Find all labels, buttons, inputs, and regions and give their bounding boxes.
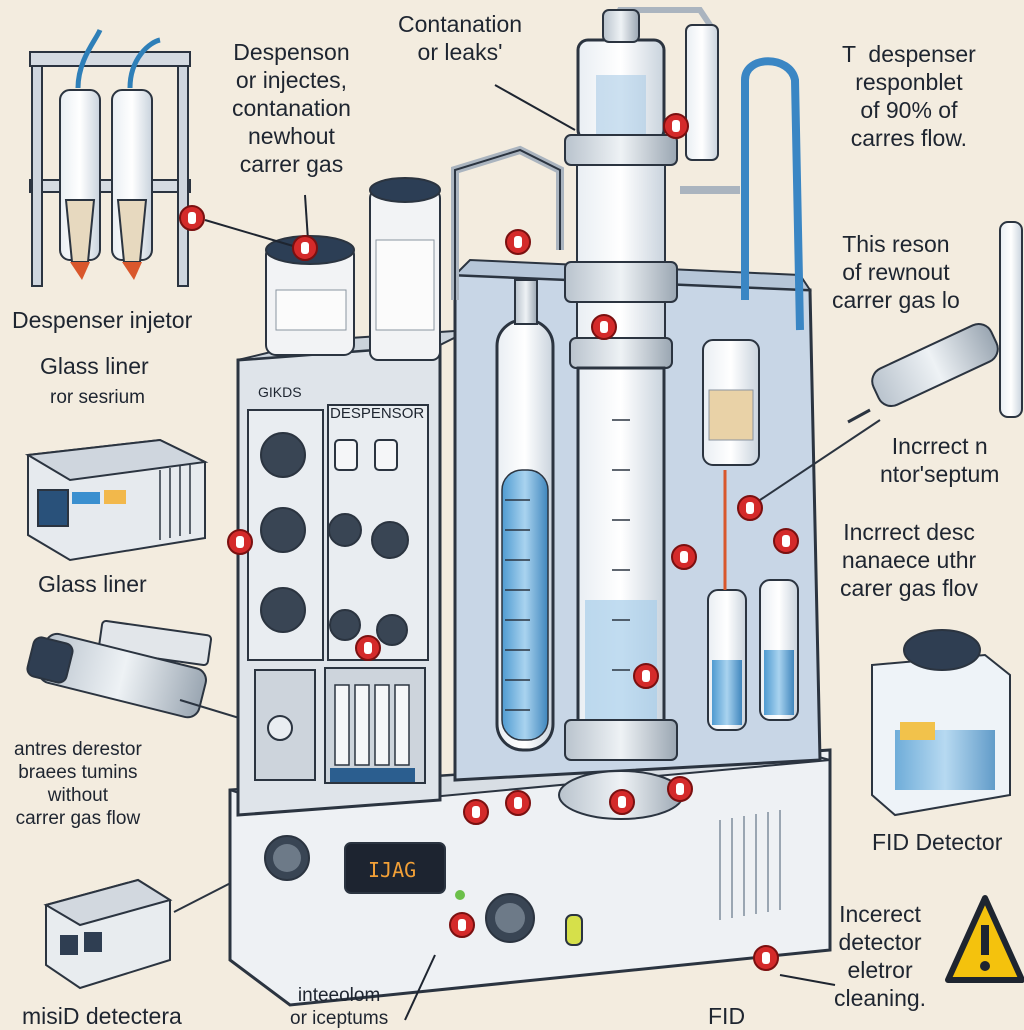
gc-instrument: [228, 7, 1023, 1007]
injector-rack-illustration: [29, 28, 191, 287]
label-glass-liner-top: Glass liner: [40, 353, 149, 379]
fault-markers: [179, 113, 799, 971]
label-misid-detector: misiD detectera: [22, 1003, 182, 1029]
fault-marker: [737, 495, 763, 521]
label-vor-sesrium: ror sesrium: [50, 387, 146, 408]
fault-marker: [633, 663, 659, 689]
label-dispenser-right: T despenser responblet of 90% of carres …: [842, 41, 976, 151]
leader-lines: [204, 84, 836, 1021]
label-dispenser-injector: Despenser injetor: [12, 307, 193, 333]
fault-marker: [753, 945, 779, 971]
fault-marker: [663, 113, 689, 139]
fault-marker: [463, 799, 489, 825]
fault-marker: [505, 229, 531, 255]
power-supply-illustration: [24, 438, 209, 562]
column-scale: [612, 419, 630, 671]
label-incorrect-detector: Incerect detector eletror cleaning.: [834, 901, 927, 1011]
panel-title-left: GIKDS: [258, 384, 302, 400]
warning-sign-icon: [945, 895, 1024, 983]
fault-marker: [449, 912, 475, 938]
label-incorrect-desc: Incrrect desc nanaece uthr carer gas flo…: [840, 519, 979, 601]
label-intercolom: inteeolom or iceptums: [290, 985, 389, 1029]
fault-marker: [292, 235, 318, 261]
fault-marker: [591, 314, 617, 340]
label-incorrect-septum: Incrrect n ntor'septum: [880, 433, 1000, 487]
glass-liner-illustration: [26, 620, 273, 729]
fault-marker: [671, 544, 697, 570]
fault-marker: [179, 205, 205, 231]
label-this-reson: This reson of rewnout carrer gas lo: [832, 231, 960, 313]
fault-marker: [355, 635, 381, 661]
display-readout: IJAG: [368, 858, 417, 882]
label-detector-left: antres derestor braees tumins without ca…: [14, 739, 142, 829]
panel-title-right: DESPENSOR: [330, 405, 425, 422]
fault-marker: [505, 790, 531, 816]
label-glass-liner: Glass liner: [38, 571, 147, 597]
label-contamination: Contanation or leaks': [398, 11, 523, 65]
fault-marker: [227, 529, 253, 555]
fid-detector-illustration: [871, 629, 1011, 817]
label-fid-bottom: FID: [708, 1003, 746, 1029]
label-fid-detector: FID Detector: [872, 829, 1003, 855]
fault-marker: [667, 776, 693, 802]
fault-marker: [609, 789, 635, 815]
misid-detector-illustration: [43, 867, 261, 990]
label-dispenser-top: Despenson or injectes, contanation newho…: [232, 39, 351, 177]
control-knobs: [260, 432, 409, 646]
fault-marker: [773, 528, 799, 554]
